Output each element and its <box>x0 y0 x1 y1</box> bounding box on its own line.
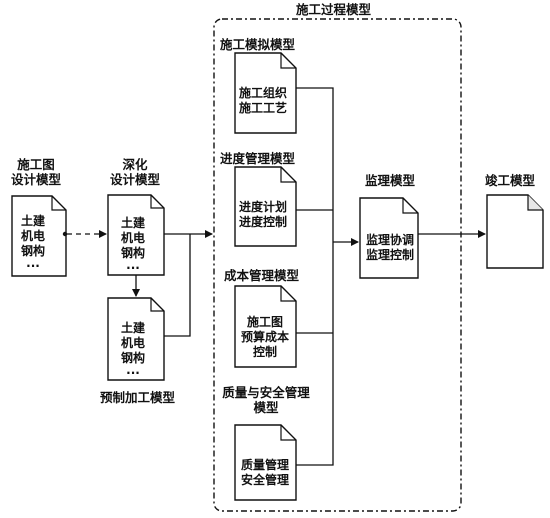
doc-prefab-shape <box>107 297 165 381</box>
design-model-item: 机电 <box>20 229 45 243</box>
prefab-model-item: ... <box>126 363 140 377</box>
quality-model-title-line2: 模型 <box>253 400 279 415</box>
schedule-model-item: 进度控制 <box>238 215 287 229</box>
deep-design-model-item: ... <box>126 258 140 272</box>
cost-model-items: 施工图 预算成本 控制 <box>235 315 295 360</box>
design-model-items: 土建 机电 钢构 ... <box>12 214 54 270</box>
quality-model-items: 质量管理 安全管理 <box>235 458 295 488</box>
cost-model-item: 预算成本 <box>240 330 289 344</box>
quality-model-title-line1: 质量与安全管理 <box>222 385 310 400</box>
doc-quality-shape <box>234 424 297 501</box>
simulation-model-items: 施工组织 施工工艺 <box>235 86 291 116</box>
quality-model-title: 质量与安全管理 模型 <box>210 385 322 415</box>
supervision-model-items: 监理协调 监理控制 <box>360 233 420 263</box>
doc-simulation-shape <box>234 52 297 134</box>
doc-cost-shape <box>234 285 297 368</box>
collector-line <box>296 87 334 466</box>
design-model-item: 钢构 <box>20 244 45 258</box>
quality-model-item: 质量管理 <box>240 458 289 472</box>
deep-design-model-item: 土建 <box>120 216 145 230</box>
supervision-model-title: 监理模型 <box>365 173 416 188</box>
simulation-model-title: 施工模拟模型 <box>220 37 296 52</box>
quality-model-item: 安全管理 <box>240 473 289 487</box>
design-model-title: 施工图 设计模型 <box>4 157 68 187</box>
design-model-title-line2: 设计模型 <box>10 172 61 187</box>
prefab-model-item: 土建 <box>120 321 145 335</box>
design-model-title-line1: 施工图 <box>17 157 55 172</box>
process-group-border <box>213 18 462 512</box>
schedule-model-title: 进度管理模型 <box>220 151 296 166</box>
deep-design-model-item: 钢构 <box>120 246 145 260</box>
deep-design-model-items: 土建 机电 钢构 ... <box>108 216 158 272</box>
deep-design-model-item: 机电 <box>120 231 145 245</box>
prefab-model-items: 土建 机电 钢构 ... <box>108 321 158 377</box>
deep-design-model-title-line2: 设计模型 <box>109 172 160 187</box>
schedule-model-items: 进度计划 进度控制 <box>235 200 291 230</box>
prefab-model-title: 预制加工模型 <box>100 390 176 405</box>
supervision-model-item: 监理控制 <box>365 248 414 262</box>
prefab-model-item: 机电 <box>120 336 145 350</box>
schedule-model-item: 进度计划 <box>238 200 287 214</box>
deep-design-model-title: 深化 设计模型 <box>104 157 166 187</box>
completion-model-title: 竣工模型 <box>485 173 536 188</box>
cost-model-item: 控制 <box>252 345 277 359</box>
simulation-model-item: 施工组织 <box>238 86 287 100</box>
design-model-item: 土建 <box>20 214 45 228</box>
cost-model-title: 成本管理模型 <box>224 268 300 283</box>
doc-supervision-shape <box>359 197 419 279</box>
prefab-model-item: 钢构 <box>120 351 145 365</box>
connector-dot <box>62 231 68 237</box>
doc-schedule-shape <box>234 166 297 247</box>
design-model-item: ... <box>26 256 40 270</box>
cost-model-item: 施工图 <box>246 315 283 329</box>
simulation-model-item: 施工工艺 <box>238 101 287 115</box>
doc-deep-design-shape <box>107 194 165 276</box>
doc-completion-shape <box>486 194 544 269</box>
deep-design-model-title-line1: 深化 <box>122 157 148 172</box>
line-prefab-to-merge <box>164 234 191 337</box>
process-group-title: 施工过程模型 <box>296 2 372 17</box>
supervision-model-item: 监理协调 <box>365 233 414 247</box>
doc-design-shape <box>11 195 67 277</box>
